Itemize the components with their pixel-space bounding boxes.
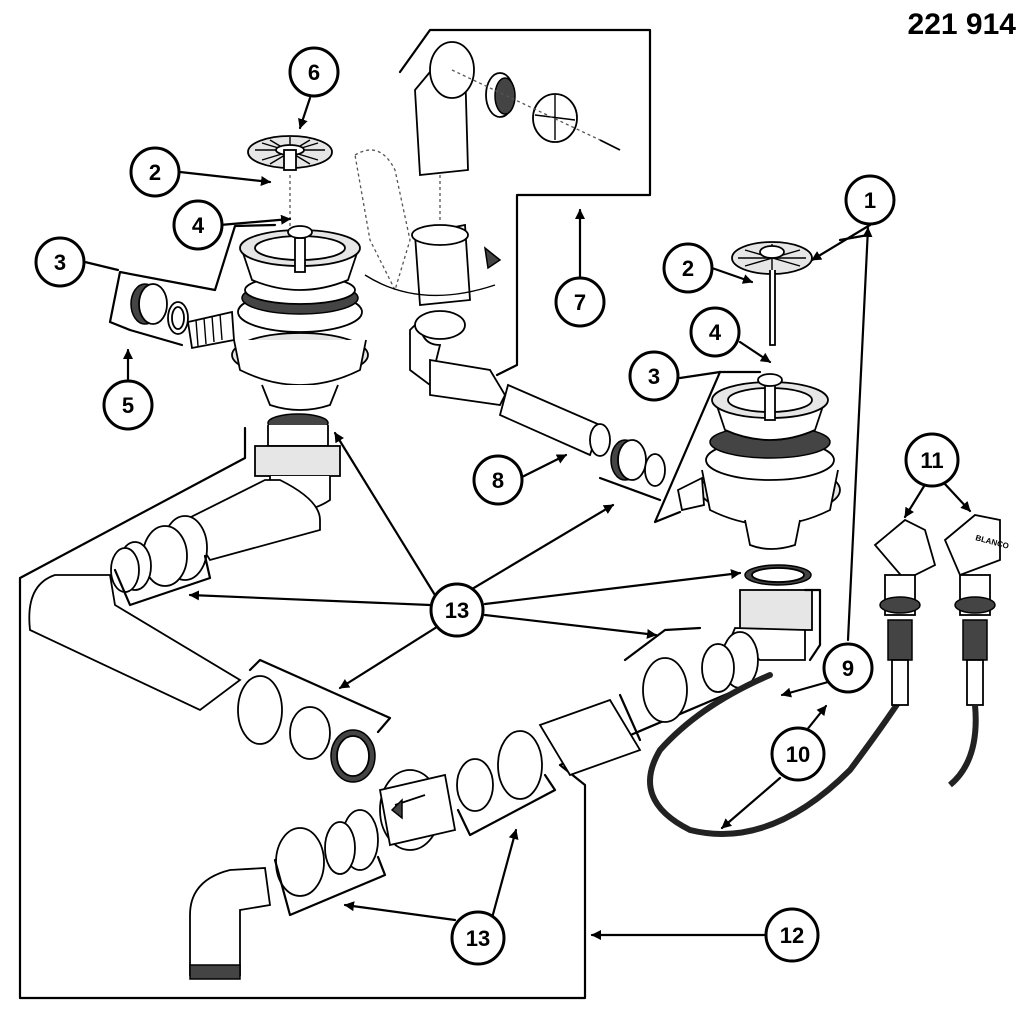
svg-text:4: 4 — [192, 213, 205, 238]
svg-text:6: 6 — [308, 60, 320, 85]
svg-text:7: 7 — [574, 290, 586, 315]
callout-9: 9 — [822, 642, 874, 694]
callout-13-center: 13 — [429, 582, 485, 638]
svg-text:2: 2 — [149, 160, 161, 185]
callout-2-left: 2 — [129, 146, 181, 198]
svg-text:2: 2 — [682, 256, 694, 281]
callout-3-right: 3 — [628, 350, 680, 402]
bracket-left-13b — [248, 658, 392, 734]
svg-text:12: 12 — [780, 923, 804, 948]
control-cable — [647, 672, 903, 837]
callout-13-bottom: 13 — [450, 910, 506, 966]
callout-8: 8 — [472, 454, 524, 506]
svg-text:1: 1 — [864, 188, 876, 213]
group-frame-12 — [18, 426, 762, 1000]
right-basket-strainer — [610, 373, 841, 550]
callout-2-right: 2 — [662, 242, 714, 294]
part-number: 221 914 — [907, 8, 1016, 41]
svg-text:13: 13 — [445, 598, 469, 623]
bracket-right-3 — [598, 370, 762, 524]
svg-text:10: 10 — [786, 742, 810, 767]
pop-up-control-knob-right: BLANCO — [943, 514, 1010, 788]
svg-text:8: 8 — [492, 468, 504, 493]
svg-text:9: 9 — [842, 656, 854, 681]
svg-text:3: 3 — [648, 364, 660, 389]
group-frame-7 — [398, 28, 652, 377]
left-strainer-cap — [247, 135, 333, 171]
right-waste-pipes — [456, 631, 759, 812]
callout-11: 11 — [904, 432, 960, 488]
callout-10: 10 — [770, 726, 826, 782]
svg-text:11: 11 — [920, 448, 943, 473]
bracket-left-3 — [108, 223, 277, 332]
bracket-center-13 — [456, 773, 557, 837]
svg-text:3: 3 — [54, 250, 66, 275]
overflow-assembly — [354, 41, 621, 406]
callout-3-left: 3 — [34, 236, 86, 288]
callout-4-left: 4 — [172, 199, 224, 251]
callout-6: 6 — [288, 46, 340, 98]
bracket-right-13 — [803, 588, 822, 662]
bottom-trap — [189, 769, 457, 980]
leader-arrows — [83, 96, 972, 940]
right-strainer-cap — [731, 241, 813, 346]
bracket-bottom-13 — [273, 855, 387, 917]
callout-7: 7 — [554, 276, 606, 328]
connecting-pipe-8 — [498, 383, 611, 457]
left-basket-strainer — [186, 225, 369, 411]
callout-4-right: 4 — [689, 306, 741, 358]
callout-12: 12 — [764, 907, 820, 963]
svg-text:4: 4 — [709, 320, 722, 345]
callout-1: 1 — [844, 174, 896, 226]
bracket-right-13b — [618, 626, 702, 742]
bracket-left-13a — [113, 554, 212, 607]
svg-text:13: 13 — [466, 926, 490, 951]
left-waste-pipes — [28, 479, 376, 783]
callout-5: 5 — [102, 379, 154, 431]
svg-text:5: 5 — [122, 393, 134, 418]
pop-up-control-knob-left — [873, 518, 937, 706]
left-overflow-nut — [130, 283, 189, 335]
